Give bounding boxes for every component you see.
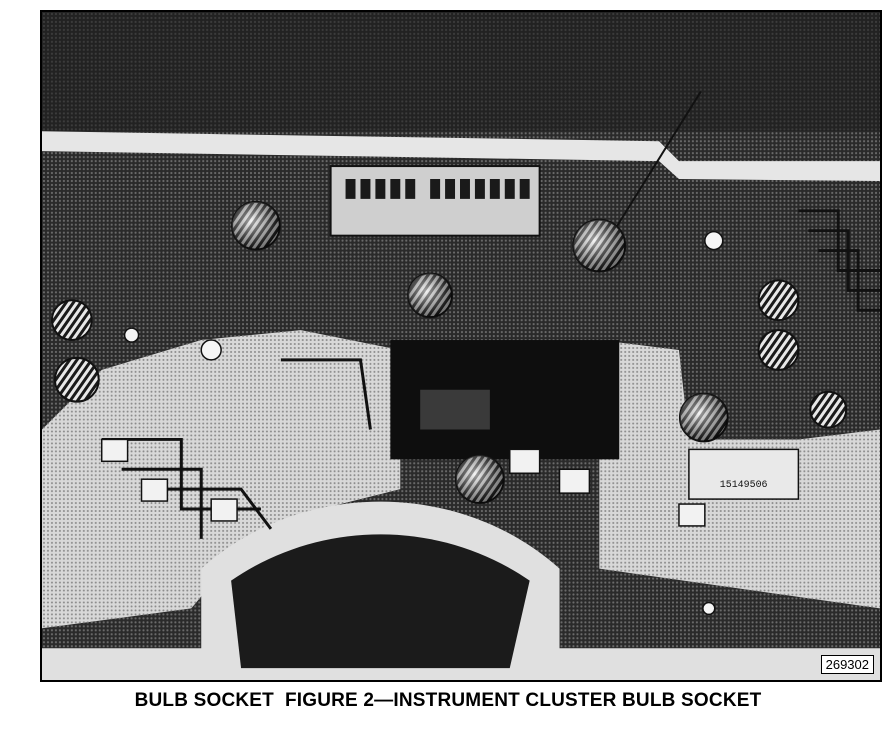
photo-reference-number: 269302 xyxy=(820,655,874,674)
bulb-socket xyxy=(757,279,800,322)
bulb-socket xyxy=(809,390,848,429)
callout-leader-line xyxy=(616,90,702,227)
figure-photo: 15149506 269302 xyxy=(40,10,882,682)
figure-caption: BULB SOCKET FIGURE 2—INSTRUMENT CLUSTER … xyxy=(0,690,896,712)
figure-title: FIGURE 2—INSTRUMENT CLUSTER BULB SOCKET xyxy=(284,690,762,711)
instrument-cluster-photo: 15149506 xyxy=(42,12,880,680)
bulb-socket xyxy=(50,299,93,342)
board-marking: 15149506 xyxy=(720,479,768,490)
bulb-socket xyxy=(53,356,100,403)
callout-label: BULB SOCKET xyxy=(134,690,274,711)
bulb-socket xyxy=(757,329,800,371)
